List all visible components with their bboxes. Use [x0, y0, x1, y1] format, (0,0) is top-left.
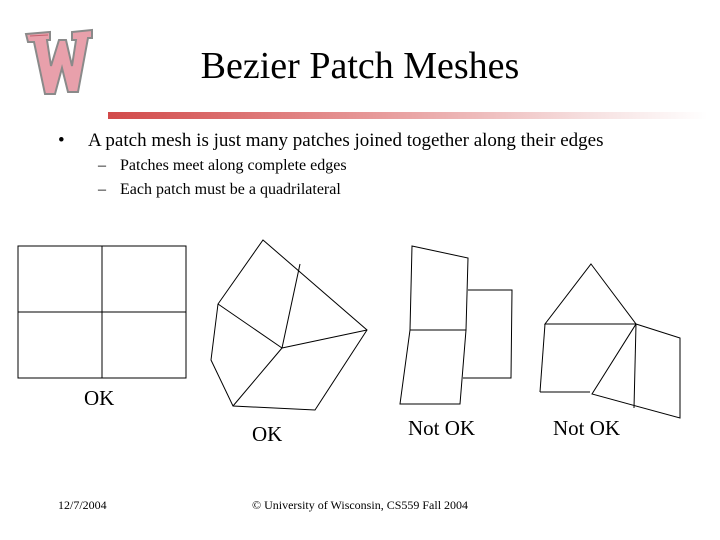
mesh-ok-polygon: [210, 239, 368, 411]
main-bullet-text: A patch mesh is just many patches joined…: [88, 130, 604, 151]
footer-copyright: © University of Wisconsin, CS559 Fall 20…: [251, 498, 469, 512]
label-ok-1: OK: [84, 386, 115, 410]
mesh-not-ok-t-junction: [399, 245, 513, 405]
sub-bullet-1-text: Patches meet along complete edges: [120, 157, 347, 174]
dash-icon: –: [98, 181, 106, 198]
sub-bullet-1: –Patches meet along complete edges: [98, 156, 347, 176]
label-not-ok-1: Not OK: [408, 416, 476, 440]
bullet-dot-icon: •: [58, 130, 65, 151]
main-bullet: • A patch mesh is just many patches joine…: [58, 130, 604, 152]
footer-date: 12/7/2004: [58, 498, 107, 512]
label-ok-2: OK: [252, 422, 283, 446]
title-rule: [108, 112, 708, 119]
slide-title: Bezier Patch Meshes: [200, 45, 520, 87]
mesh-not-ok-triangle: [539, 263, 681, 419]
sub-bullet-2-text: Each patch must be a quadrilateral: [120, 181, 341, 198]
wisconsin-w-logo-icon: [24, 28, 93, 95]
label-not-ok-2: Not OK: [553, 416, 621, 440]
dash-icon: –: [98, 157, 106, 174]
mesh-ok-grid: [17, 245, 187, 379]
sub-bullet-2: –Each patch must be a quadrilateral: [98, 180, 341, 200]
